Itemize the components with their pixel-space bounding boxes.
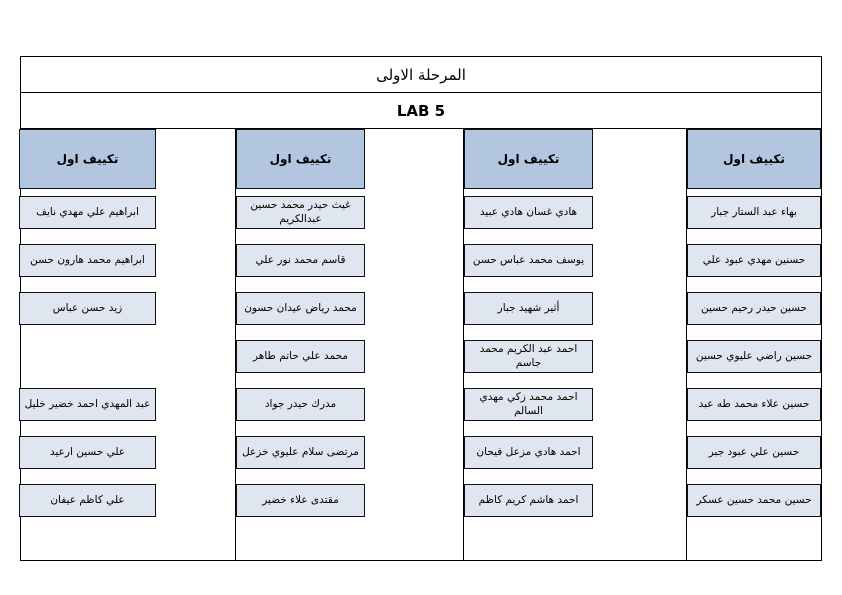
- student-cell: حسنين مهدي عبود علي: [687, 244, 821, 277]
- student-cell: زيد حسن عباس: [19, 292, 156, 325]
- empty-cell: [19, 340, 156, 373]
- roster-column-2: تكييف اول هادي غسان هادي عبيد يوسف محمد …: [463, 129, 686, 560]
- student-cell: أثير شهيد جبار: [464, 292, 593, 325]
- column-header-1: تكييف اول: [687, 129, 821, 189]
- student-cell: هادي غسان هادي عبيد: [464, 196, 593, 229]
- roster-column-4: تكييف اول ابراهيم علي مهدي نايف ابراهيم …: [19, 129, 235, 560]
- roster-grid: تكييف اول بهاء عبد الستار جبار حسنين مهد…: [19, 129, 821, 560]
- student-cell: احمد هاشم كريم كاظم: [464, 484, 593, 517]
- student-cell: محمد علي حاتم طاهر: [236, 340, 365, 373]
- student-cell: بهاء عبد الستار جبار: [687, 196, 821, 229]
- student-cell: احمد هادي مزعل فيحان: [464, 436, 593, 469]
- student-cell: مقتدى علاء خضير: [236, 484, 365, 517]
- student-cell: علي حسين ارعيد: [19, 436, 156, 469]
- student-cell: علي كاظم عيفان: [19, 484, 156, 517]
- page-title: المرحلة الاولى: [21, 57, 821, 93]
- student-cell: ابراهيم علي مهدي نايف: [19, 196, 156, 229]
- student-cell: حسين حيدر رحيم حسين: [687, 292, 821, 325]
- student-cell: احمد محمد زكي مهدي السالم: [464, 388, 593, 421]
- student-cell: عبد المهدي احمد خضير خليل: [19, 388, 156, 421]
- student-cell: حسين راضي عليوي حسين: [687, 340, 821, 373]
- student-cell: حسين علاء محمد طه عبد: [687, 388, 821, 421]
- student-cell: احمد عبد الكريم محمد جاسم: [464, 340, 593, 373]
- column-header-2: تكييف اول: [464, 129, 593, 189]
- student-cell: مرتضى سلام عليوي خزعل: [236, 436, 365, 469]
- roster-table: المرحلة الاولى LAB 5 تكييف اول بهاء عبد …: [19, 56, 822, 561]
- student-cell: حسين علي عبود جبر: [687, 436, 821, 469]
- student-cell: محمد رياض عيدان حسون: [236, 292, 365, 325]
- student-cell: ابراهيم محمد هارون حسن: [19, 244, 156, 277]
- lab-title: LAB 5: [21, 93, 821, 129]
- roster-column-1: تكييف اول بهاء عبد الستار جبار حسنين مهد…: [686, 129, 821, 560]
- student-cell: مدرك حيدر جواد: [236, 388, 365, 421]
- student-cell: غيث حيدر محمد حسين عبدالكريم: [236, 196, 365, 229]
- student-cell: قاسم محمد نور علي: [236, 244, 365, 277]
- column-header-3: تكييف اول: [236, 129, 365, 189]
- student-cell: يوسف محمد عباس حسن: [464, 244, 593, 277]
- roster-column-3: تكييف اول غيث حيدر محمد حسين عبدالكريم ق…: [235, 129, 463, 560]
- student-cell: حسين محمد حسين عسكر: [687, 484, 821, 517]
- column-header-4: تكييف اول: [19, 129, 156, 189]
